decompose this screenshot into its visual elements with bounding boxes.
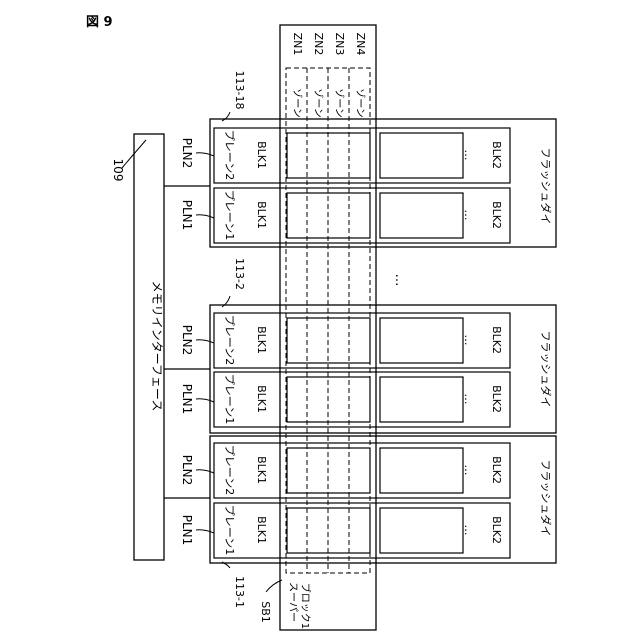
block2-label: BLK2 (490, 456, 503, 484)
plane-label: プレーン2 (223, 315, 236, 365)
super-block-label-1: スーパー (287, 582, 299, 622)
plane-label: プレーン1 (223, 374, 236, 424)
plane-ref: PLN2 (180, 138, 194, 169)
block-box (380, 133, 463, 178)
flash-die-113-2: フラッシュダイ 113-2 PLN2 プレーン2 BLK1 … BLK2 PLN… (180, 258, 556, 433)
flash-die-label: フラッシュダイ (539, 148, 553, 225)
block-box (380, 377, 463, 422)
zone-id-4: ZN4 (354, 33, 367, 56)
zone-label-3: ゾーン (333, 88, 345, 118)
block-box (380, 448, 463, 493)
flash-die-box (210, 305, 556, 433)
flash-die-ref: 113-2 (233, 258, 246, 290)
flash-die-label: フラッシュダイ (539, 331, 553, 408)
plane-label: プレーン1 (223, 505, 236, 555)
plane-ref: PLN1 (180, 200, 194, 231)
figure-label: 図 9 (86, 15, 113, 30)
block-box (380, 508, 463, 553)
block-ellipsis: … (462, 335, 475, 346)
plane-ref: PLN1 (180, 384, 194, 415)
zone-label-4: ゾーン (354, 88, 366, 118)
plane-label: プレーン2 (223, 130, 236, 180)
block-box (380, 318, 463, 363)
zone-id-3: ZN3 (333, 33, 346, 56)
block2-label: BLK2 (490, 516, 503, 544)
die-gap-ellipsis: … (392, 274, 407, 287)
zone-id-2: ZN2 (312, 33, 325, 56)
block2-label: BLK2 (490, 201, 503, 229)
super-block-ref: SB1 (259, 601, 272, 623)
block2-label: BLK2 (490, 385, 503, 413)
block2-label: BLK2 (490, 141, 503, 169)
block-ellipsis: … (462, 525, 475, 536)
block1-label: BLK1 (255, 516, 268, 544)
flash-die-113-18: フラッシュダイ 113-18 PLN2 プレーン2 BLK1 … BLK2 PL… (180, 71, 556, 247)
block1-label: BLK1 (255, 385, 268, 413)
flash-die-label: フラッシュダイ (539, 460, 553, 537)
flash-die-113-1: フラッシュダイ 113-1 PLN2 プレーン2 BLK1 … BLK2 PLN… (180, 436, 556, 608)
plane-ref: PLN2 (180, 455, 194, 486)
zone-columns (286, 68, 370, 573)
zone-headers: ZN1 ZN2 ZN3 ZN4 ゾーン ゾーン ゾーン ゾーン (291, 33, 367, 118)
memory-interface-label: メモリインターフェース (150, 281, 164, 412)
block-ellipsis: … (462, 465, 475, 476)
zone-id-1: ZN1 (291, 33, 304, 56)
plane-label: プレーン1 (223, 190, 236, 240)
plane-ref: PLN2 (180, 325, 194, 356)
zone-label-2: ゾーン (312, 88, 324, 118)
block1-box (287, 133, 370, 178)
zone-label-1: ゾーン (291, 88, 303, 118)
block1-label: BLK1 (255, 141, 268, 169)
block1-box (287, 508, 370, 553)
flash-die-ref: 113-18 (233, 71, 246, 110)
block-ellipsis: … (462, 150, 475, 161)
block-ellipsis: … (462, 394, 475, 405)
block2-label: BLK2 (490, 326, 503, 354)
block1-label: BLK1 (255, 326, 268, 354)
flash-die-ref: 113-1 (233, 576, 246, 608)
block1-label: BLK1 (255, 201, 268, 229)
block1-label: BLK1 (255, 456, 268, 484)
memory-interface-ref: 109 (111, 159, 125, 182)
plane-ref: PLN1 (180, 515, 194, 546)
plane-label: プレーン2 (223, 445, 236, 495)
block-box (380, 193, 463, 238)
block-ellipsis: … (462, 210, 475, 221)
super-block-label-2: ブロック1 (299, 583, 312, 629)
